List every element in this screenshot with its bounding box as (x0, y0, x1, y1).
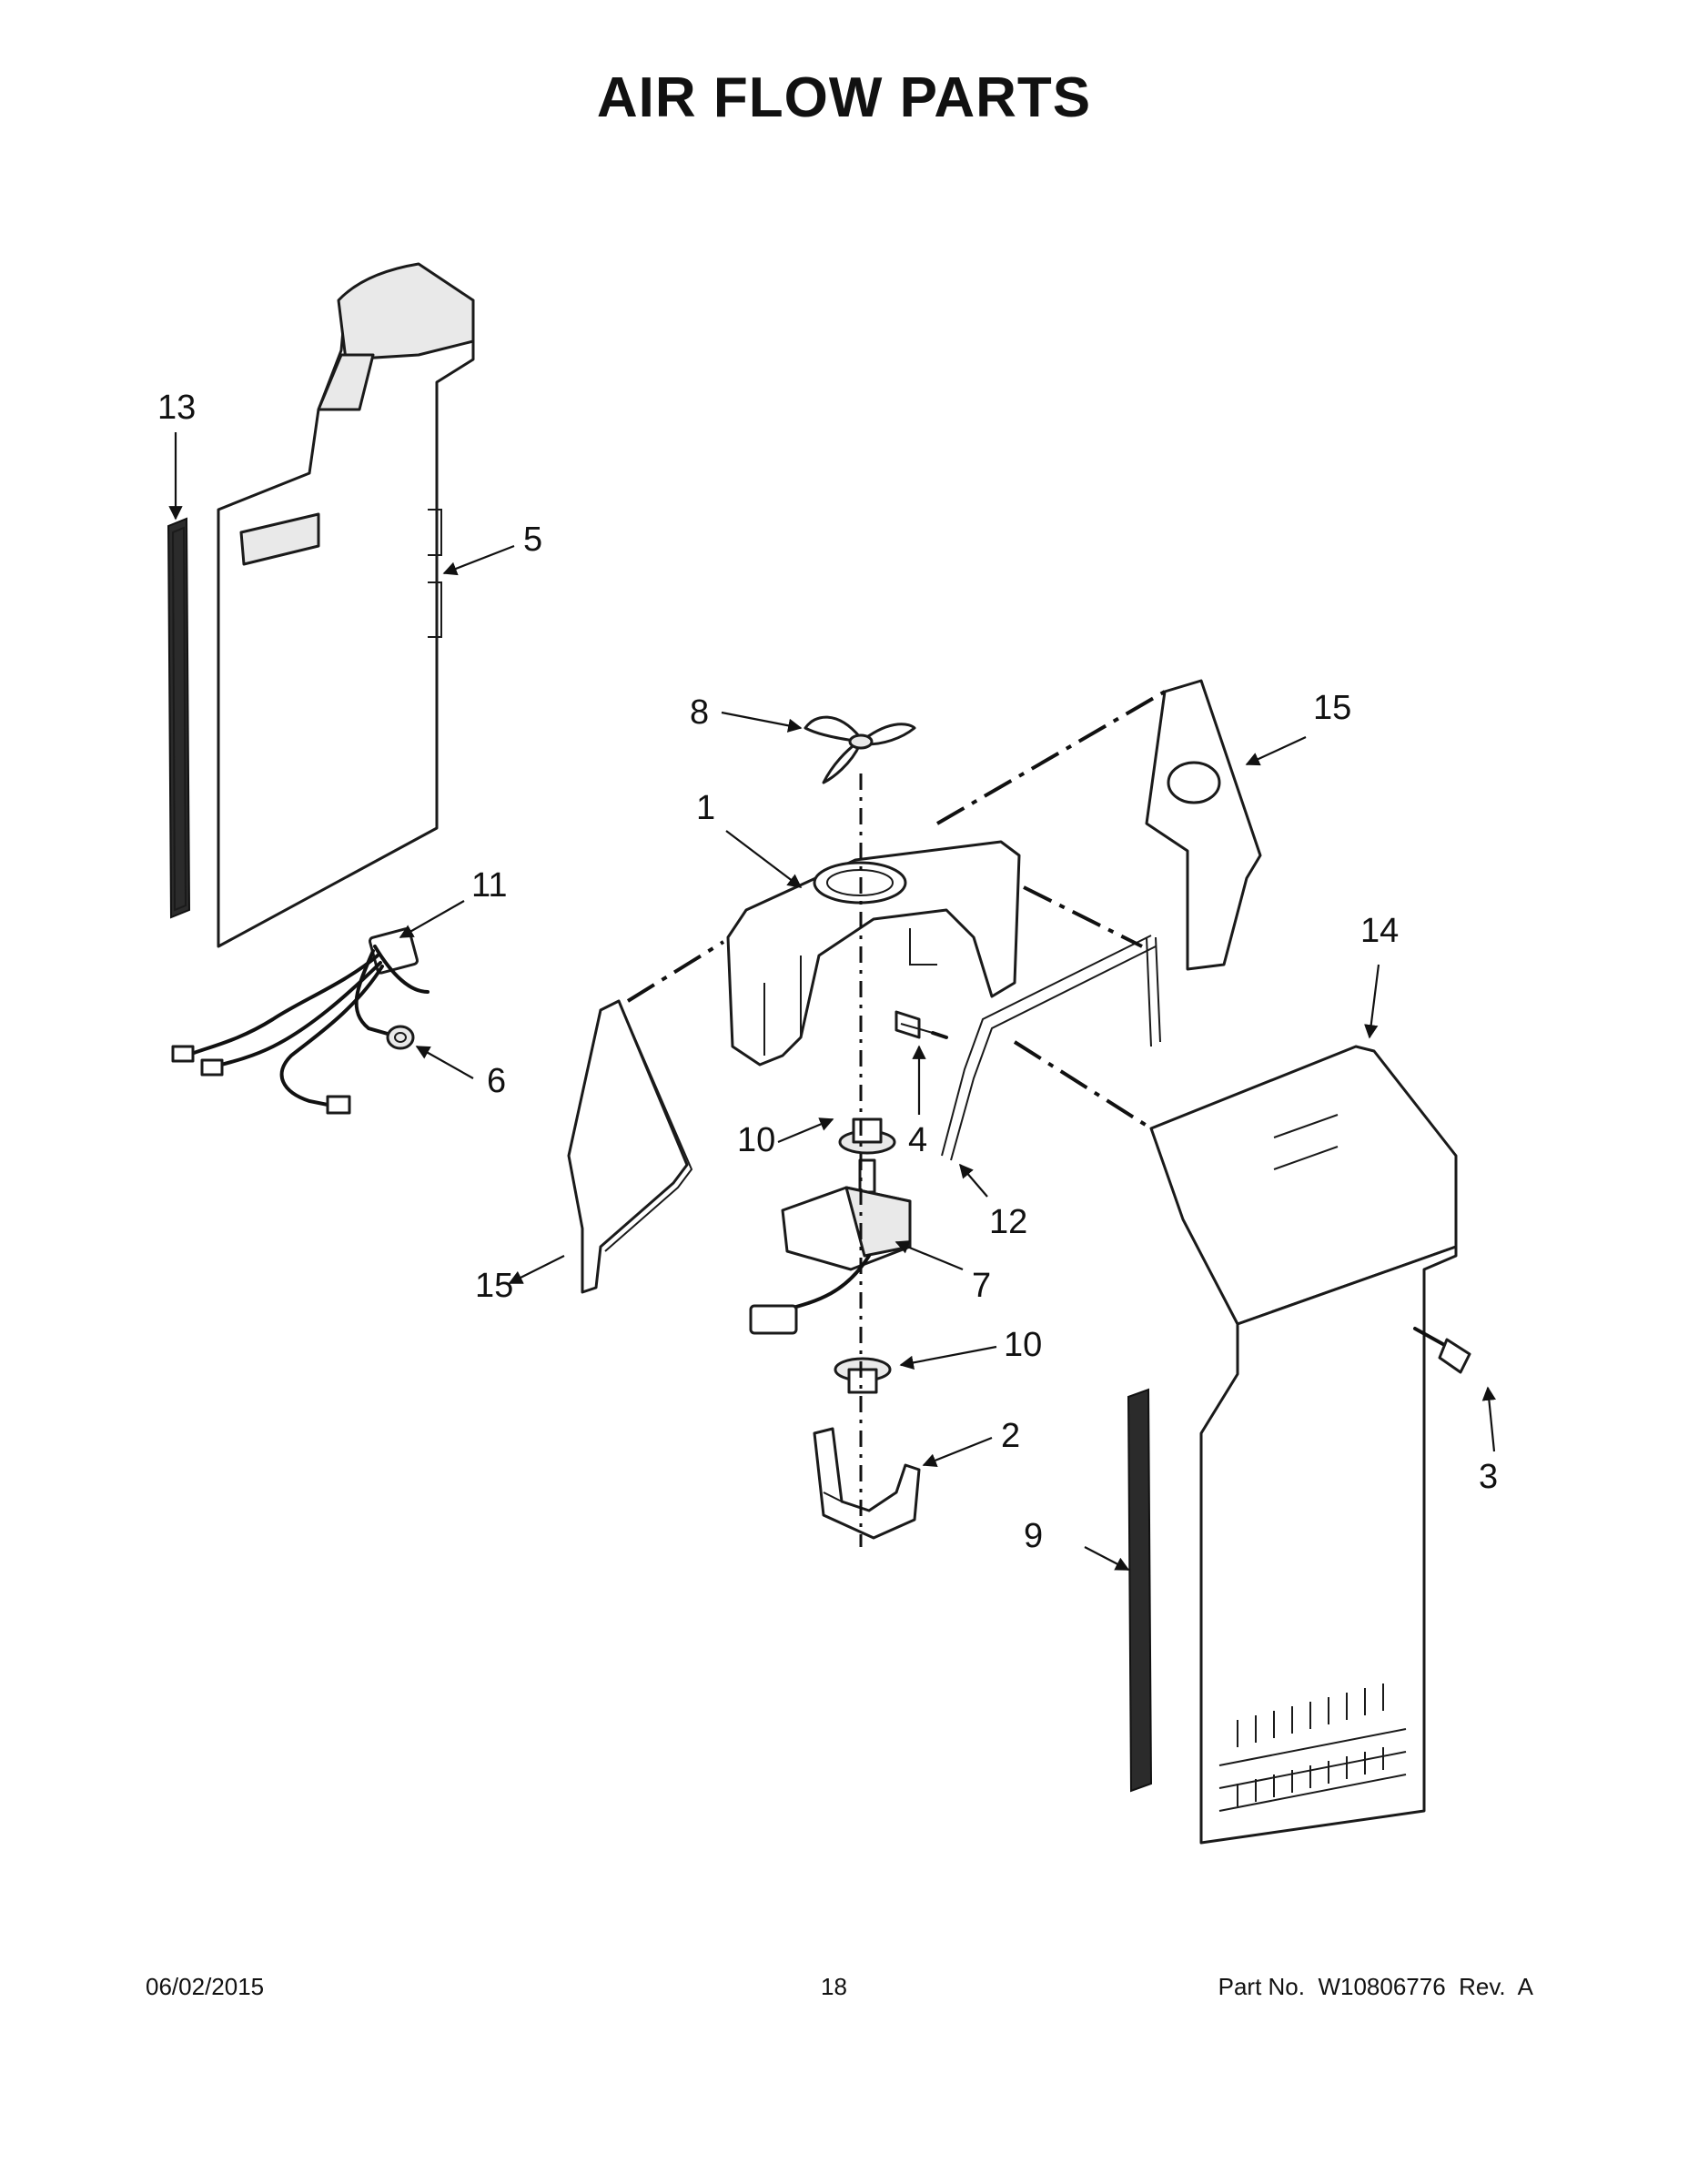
part-15-right-baffle (1145, 679, 1262, 971)
page-title: AIR FLOW PARTS (596, 66, 1092, 129)
leader-lines (168, 432, 1497, 1571)
callout-12: 12 (989, 1203, 1027, 1241)
callout-15-left: 15 (475, 1267, 513, 1305)
callout-9: 9 (1024, 1517, 1043, 1555)
part-5-air-duct-panel (217, 262, 475, 948)
callout-2: 2 (1001, 1417, 1020, 1455)
part-1-fan-shroud (726, 840, 1021, 1067)
callout-8: 8 (690, 693, 709, 732)
callout-10-lower: 10 (1004, 1326, 1042, 1364)
part-11-wire-harness (171, 927, 430, 1115)
callout-1: 1 (696, 789, 715, 827)
part-9-gasket-strip (1127, 1388, 1153, 1793)
assembly-guide-lines (626, 690, 1167, 1547)
part-13-gasket-strip (167, 517, 191, 919)
callout-11: 11 (471, 866, 507, 905)
part-6-grommet (386, 1025, 415, 1050)
part-3-screw (1413, 1327, 1471, 1374)
part-2-motor-bracket (813, 1427, 921, 1540)
callout-10-upper: 10 (737, 1121, 775, 1159)
part-7-fan-motor (749, 1158, 912, 1335)
part-8-fan-blade (804, 715, 916, 784)
callout-4: 4 (908, 1121, 927, 1159)
footer-date: 06/02/2015 (146, 1973, 265, 2000)
footer-page-number: 18 (821, 1973, 847, 2000)
callout-14: 14 (1360, 912, 1399, 950)
part-14-evaporator-cover (1149, 1045, 1458, 1845)
callout-3: 3 (1479, 1458, 1498, 1496)
callout-6: 6 (487, 1062, 506, 1100)
part-10-motor-grommet-upper (838, 1117, 896, 1155)
part-10-motor-grommet-lower (834, 1357, 892, 1394)
part-4-screw (895, 1010, 948, 1039)
callout-15-right: 15 (1313, 689, 1351, 727)
part-15-left-baffle (567, 999, 693, 1294)
footer-part-number: Part No. W10806776 Rev. A (1218, 1973, 1533, 2000)
callout-13: 13 (157, 389, 196, 427)
part-12-bracket (941, 935, 1161, 1161)
callout-5: 5 (523, 521, 542, 559)
callout-7: 7 (972, 1267, 991, 1305)
